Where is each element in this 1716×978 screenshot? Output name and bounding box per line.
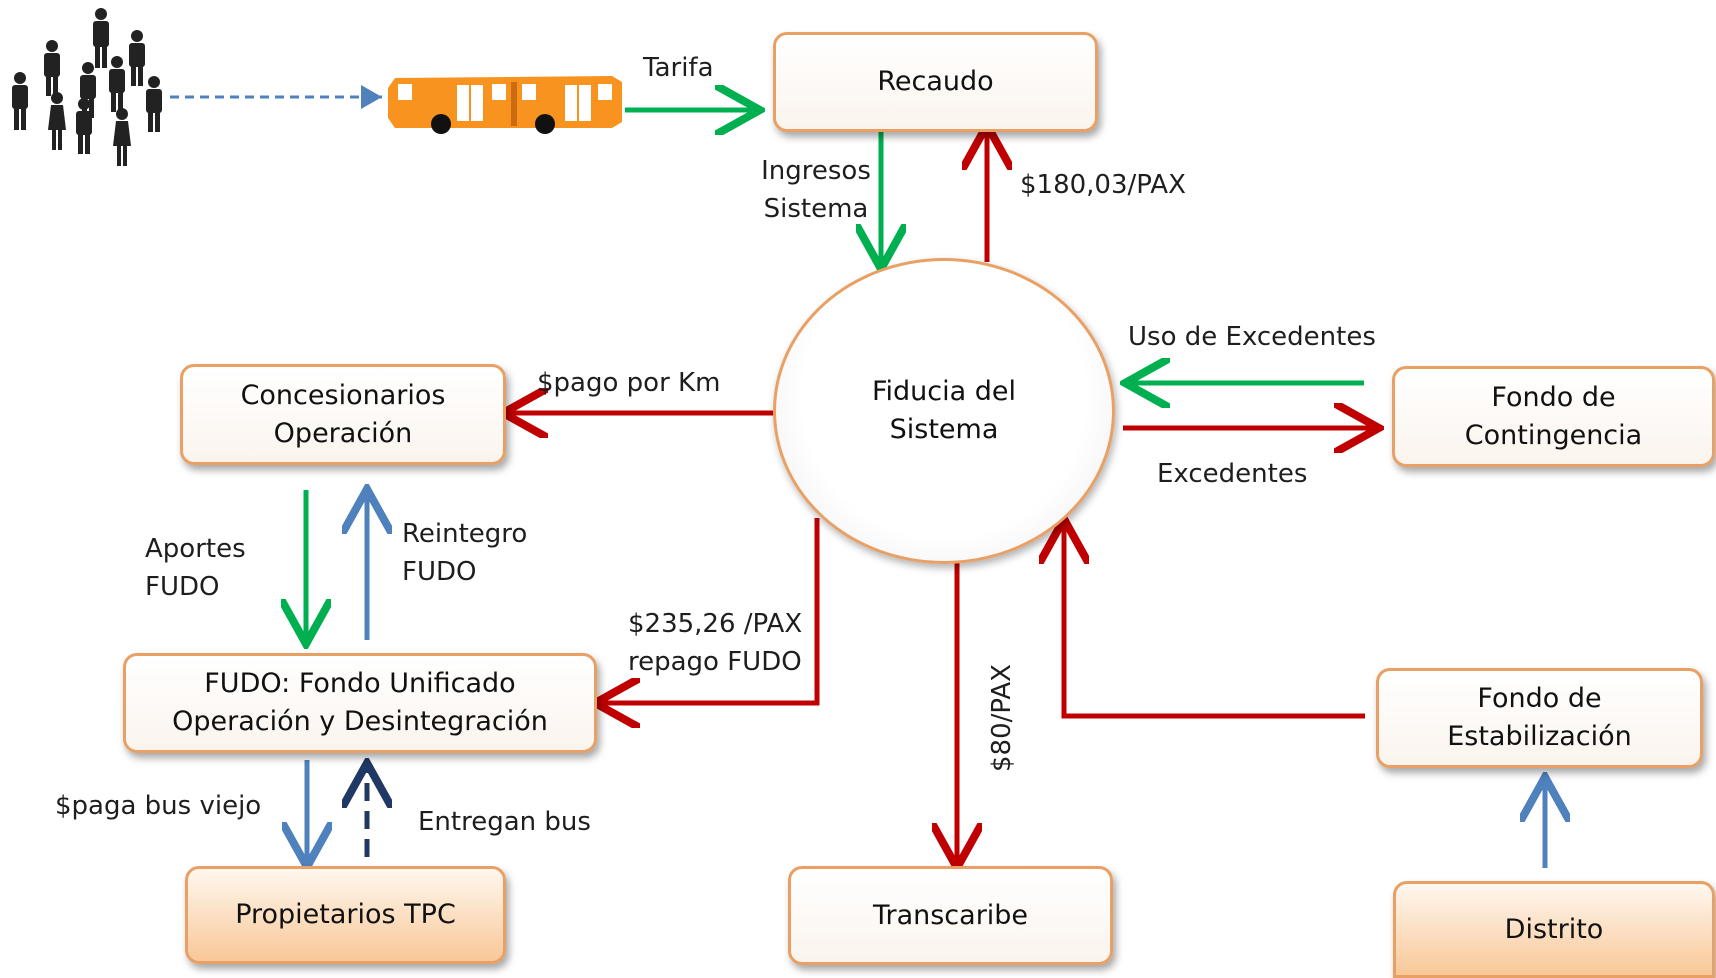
fiducia-label-2: Sistema xyxy=(889,414,999,445)
fudo-label-1: FUDO: Fondo Unificado xyxy=(204,668,516,699)
distrito-box: Distrito xyxy=(1393,881,1715,978)
fondo-estabilizacion-label-1: Fondo de xyxy=(1477,683,1602,714)
propietarios-label: Propietarios TPC xyxy=(235,899,456,930)
reintegro-label-2: FUDO xyxy=(402,557,477,587)
fondo-estabilizacion-label-2: Estabilización xyxy=(1447,721,1632,752)
concesionarios-box: Concesionarios Operación xyxy=(180,364,506,465)
aportes-label-1: Aportes xyxy=(145,534,246,564)
fondo-contingencia-box: Fondo de Contingencia xyxy=(1392,366,1715,467)
propietarios-box: Propietarios TPC xyxy=(185,866,506,964)
reintegro-label: Reintegro FUDO xyxy=(402,515,527,591)
fudo-box: FUDO: Fondo Unificado Operación y Desint… xyxy=(123,653,597,753)
entregan-bus-label: Entregan bus xyxy=(418,807,591,837)
uso-excedentes-label: Uso de Excedentes xyxy=(1128,322,1376,352)
transcaribe-box: Transcaribe xyxy=(788,866,1113,965)
pago-km-label: $pago por Km xyxy=(537,368,721,398)
fondo-contingencia-label-1: Fondo de xyxy=(1491,381,1616,413)
transcaribe-label: Transcaribe xyxy=(872,899,1029,931)
tarifa-label: Tarifa xyxy=(643,53,714,83)
repago-arrow xyxy=(600,518,820,703)
ingresos-label-2: Sistema xyxy=(763,194,869,224)
repago-label-1: $235,26 /PAX xyxy=(628,609,803,639)
distrito-label: Distrito xyxy=(1504,913,1604,945)
pax-recaudo-label: $180,03/PAX xyxy=(1020,170,1186,200)
estabilizacion-arrow xyxy=(1064,524,1365,719)
paga-bus-label: $paga bus viejo xyxy=(55,791,262,821)
fudo-label-2: Operación y Desintegración xyxy=(172,706,548,737)
ingresos-label: Ingresos Sistema xyxy=(760,152,872,228)
ingresos-label-1: Ingresos xyxy=(761,156,871,186)
pax-transcaribe-label: $80/PAX xyxy=(987,664,1017,772)
concesionarios-label-2: Operación xyxy=(273,417,413,449)
aportes-label-2: FUDO xyxy=(145,572,220,602)
fondo-contingencia-label-2: Contingencia xyxy=(1464,419,1643,451)
fondo-estabilizacion-box: Fondo de Estabilización xyxy=(1376,668,1703,768)
fiducia-circle: Fiducia del Sistema xyxy=(773,258,1115,564)
aportes-label: Aportes FUDO xyxy=(145,530,246,606)
recaudo-box: Recaudo xyxy=(773,32,1098,132)
repago-label: $235,26 /PAX repago FUDO xyxy=(628,605,802,681)
people-icon xyxy=(12,8,162,166)
concesionarios-label-1: Concesionarios xyxy=(240,379,446,411)
recaudo-label: Recaudo xyxy=(877,66,994,97)
reintegro-label-1: Reintegro xyxy=(402,519,528,549)
repago-label-2: repago FUDO xyxy=(628,647,802,677)
fiducia-label-1: Fiducia del xyxy=(871,376,1017,407)
bus-icon xyxy=(388,76,622,134)
excedentes-label: Excedentes xyxy=(1157,459,1308,489)
